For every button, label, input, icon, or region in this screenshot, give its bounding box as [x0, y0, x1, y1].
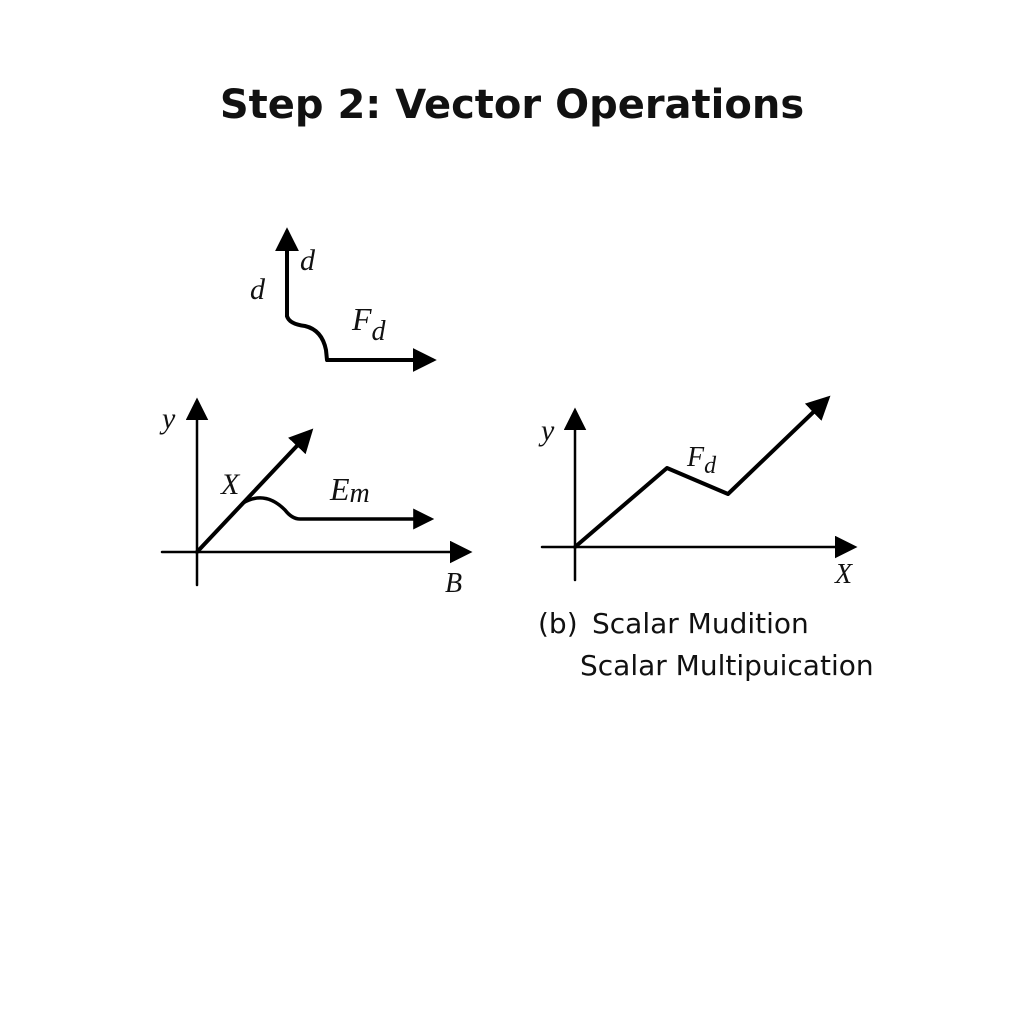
top-figure: d d Fd: [250, 227, 437, 372]
label-x: X: [220, 468, 241, 501]
caption-line-1: Scalar Mudition: [592, 607, 809, 640]
vector-x: [195, 428, 314, 554]
curved-vector-fd: [285, 314, 437, 372]
caption-line-2: Scalar Multipuication: [580, 649, 874, 682]
vector-em: [241, 496, 435, 530]
label-em: Em: [329, 471, 370, 509]
label-d-right: d: [300, 244, 316, 277]
x-axis-label: X: [834, 559, 853, 590]
label-fd: Fd: [351, 301, 387, 347]
page-title: Step 2: Vector Operations: [220, 82, 804, 128]
right-figure: y Fd X: [538, 395, 858, 590]
y-axis-label: y: [159, 402, 176, 435]
label-d-left: d: [250, 273, 266, 306]
vector-fd-path: [573, 395, 831, 549]
left-figure: y X Em B: [159, 397, 473, 599]
caption: (b) Scalar Mudition Scalar Multipuicatio…: [538, 607, 874, 682]
x-axis-label: B: [445, 568, 462, 599]
y-axis-label: y: [538, 414, 555, 447]
label-fd: Fd: [686, 442, 717, 479]
caption-marker: (b): [538, 607, 578, 640]
